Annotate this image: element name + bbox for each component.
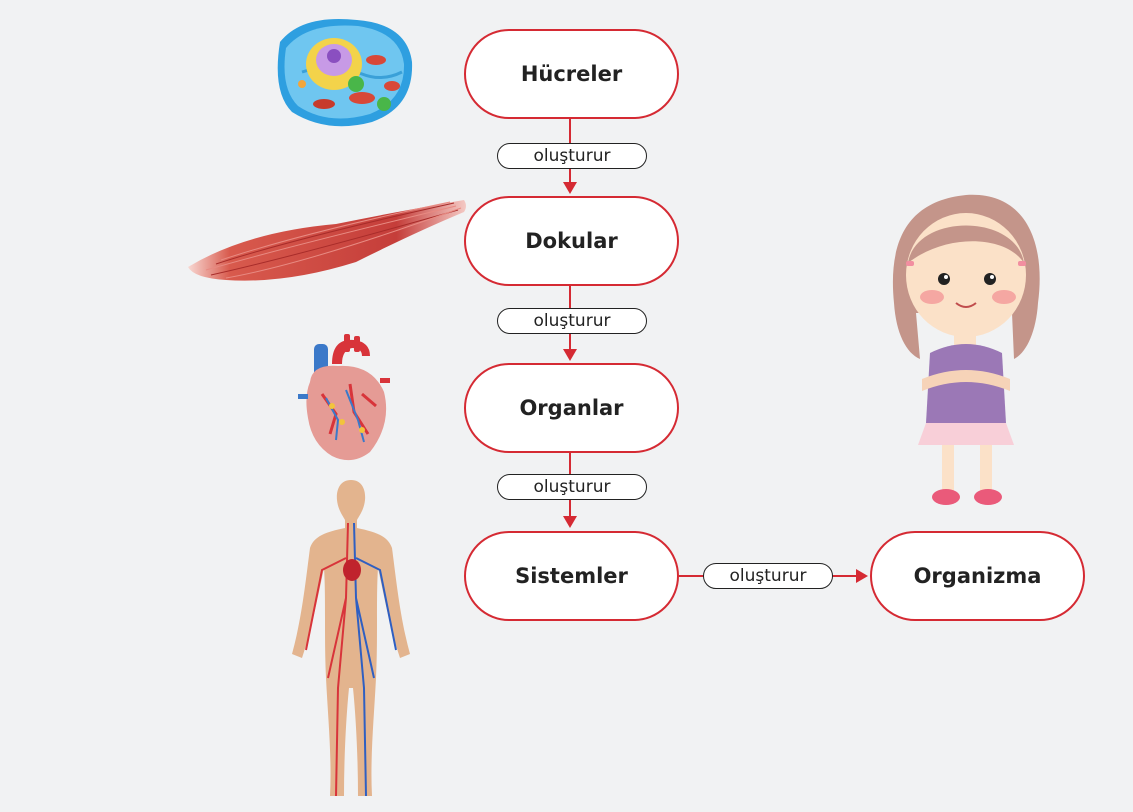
edge-label: oluşturur	[497, 474, 647, 500]
node-organism: Organizma	[870, 531, 1085, 621]
edge-label-text: oluşturur	[534, 311, 611, 331]
node-tissues: Dokular	[464, 196, 679, 286]
node-label: Organizma	[914, 564, 1042, 588]
arrow-down-icon	[563, 516, 577, 528]
node-organs: Organlar	[464, 363, 679, 453]
circulatory-system-illustration	[286, 478, 416, 804]
arrow-right-icon	[856, 569, 868, 583]
node-label: Organlar	[519, 396, 623, 420]
heart-organ-illustration	[292, 334, 394, 466]
node-label: Dokular	[525, 229, 618, 253]
edge-label: oluşturur	[497, 308, 647, 334]
cell-illustration	[272, 12, 422, 130]
node-label: Hücreler	[521, 62, 622, 86]
girl-organism-illustration	[886, 183, 1048, 515]
arrow-down-icon	[563, 349, 577, 361]
edge-label: oluşturur	[497, 143, 647, 169]
edge-label: oluşturur	[703, 563, 833, 589]
edge-label-text: oluşturur	[534, 477, 611, 497]
node-cells: Hücreler	[464, 29, 679, 119]
node-systems: Sistemler	[464, 531, 679, 621]
edge-label-text: oluşturur	[730, 566, 807, 586]
node-label: Sistemler	[515, 564, 628, 588]
edge-label-text: oluşturur	[534, 146, 611, 166]
arrow-down-icon	[563, 182, 577, 194]
muscle-tissue-illustration	[186, 192, 468, 284]
